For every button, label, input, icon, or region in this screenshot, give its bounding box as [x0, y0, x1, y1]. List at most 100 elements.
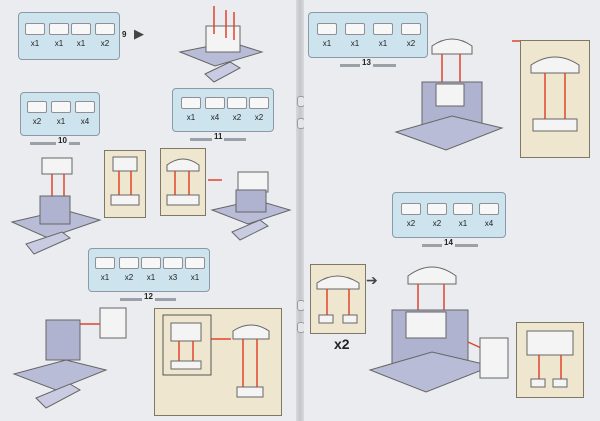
part-quantity: x1 [322, 39, 332, 48]
step-14-subassembly-box [310, 264, 366, 334]
brick-icon [51, 101, 71, 113]
brick-icon [119, 257, 139, 269]
part-quantity: x2 [406, 219, 416, 228]
step-10-subassembly-box [104, 150, 146, 218]
brick-icon [401, 203, 421, 215]
step-13-subassembly-box [520, 40, 590, 158]
step-12-parts-box: x1 x2 x1 x3 x1 [88, 248, 210, 292]
brick-icon [95, 257, 115, 269]
book-binding [296, 0, 304, 421]
part-cell: x1 [45, 19, 73, 48]
part-cell: x1 [67, 19, 95, 48]
brick-icon [205, 97, 225, 109]
part-cell: x1 [47, 97, 75, 126]
step-number: 14 [442, 238, 455, 247]
brick-icon [27, 101, 47, 113]
brick-icon [373, 23, 393, 35]
right-page: x1 x1 x1 x2 13 [304, 0, 600, 421]
part-cell: x1 [369, 19, 397, 48]
part-cell: x1 [181, 253, 209, 282]
step-number: 10 [56, 136, 69, 145]
step-number: 9 [122, 30, 127, 39]
part-quantity: x2 [254, 113, 264, 122]
step-13-parts-box: x1 x1 x1 x2 [308, 12, 428, 58]
step-14-model [362, 254, 512, 404]
part-cell: x4 [475, 199, 503, 228]
part-quantity: x4 [484, 219, 494, 228]
part-cell: x2 [397, 19, 425, 48]
part-quantity: x1 [190, 273, 200, 282]
part-cell: x1 [341, 19, 369, 48]
step-12-model [6, 300, 146, 414]
part-quantity: x2 [406, 39, 416, 48]
left-page: x1 x1 x1 x2 9 ▶ x2 x1 x4 10 [0, 0, 296, 421]
arrow-right-icon: ➔ [366, 272, 378, 288]
step-12-subassembly-box [154, 308, 282, 416]
part-cell: x2 [397, 199, 425, 228]
brick-icon [479, 203, 499, 215]
step-13-model [392, 28, 512, 158]
part-quantity: x1 [186, 113, 196, 122]
part-cell: x1 [313, 19, 341, 48]
brick-icon [181, 97, 201, 109]
part-quantity: x3 [168, 273, 178, 282]
part-cell: x1 [449, 199, 477, 228]
step-14-parts-box: x2 x2 x1 x4 [392, 192, 506, 238]
part-quantity: x1 [378, 39, 388, 48]
brick-icon [401, 23, 421, 35]
step-9-parts-box: x1 x1 x1 x2 [18, 12, 120, 60]
step-11-subassembly-box [160, 148, 206, 216]
step-11-model [208, 158, 294, 242]
part-quantity: x1 [56, 117, 66, 126]
brick-icon [71, 23, 91, 35]
part-cell: x2 [223, 93, 251, 122]
step-11-parts-box: x1 x4 x2 x2 [172, 88, 274, 132]
step-14-side-subassembly-box [516, 322, 584, 398]
part-quantity: x2 [432, 219, 442, 228]
brick-icon [49, 23, 69, 35]
brick-icon [95, 23, 115, 35]
part-cell: x2 [23, 97, 51, 126]
brick-icon [75, 101, 95, 113]
part-quantity: x1 [76, 39, 86, 48]
step-10-parts-box: x2 x1 x4 [20, 92, 100, 136]
brick-icon [453, 203, 473, 215]
part-quantity: x1 [146, 273, 156, 282]
part-quantity: x1 [350, 39, 360, 48]
arrow-right-icon: ▶ [134, 26, 144, 41]
part-quantity: x2 [232, 113, 242, 122]
brick-icon [25, 23, 45, 35]
part-cell: x2 [423, 199, 451, 228]
part-cell: x2 [91, 19, 119, 48]
step-9-model [170, 4, 270, 84]
brick-icon [249, 97, 269, 109]
part-quantity: x4 [210, 113, 220, 122]
part-cell: x1 [177, 93, 205, 122]
part-quantity: x2 [124, 273, 134, 282]
part-quantity: x4 [80, 117, 90, 126]
part-cell: x3 [159, 253, 187, 282]
part-quantity: x2 [100, 39, 110, 48]
step-number: 11 [212, 132, 225, 141]
brick-icon [185, 257, 205, 269]
part-cell: x2 [245, 93, 273, 122]
brick-icon [227, 97, 247, 109]
brick-icon [317, 23, 337, 35]
part-quantity: x1 [54, 39, 64, 48]
step-10-model [4, 152, 104, 260]
part-cell: x1 [137, 253, 165, 282]
part-quantity: x1 [30, 39, 40, 48]
part-cell: x1 [91, 253, 119, 282]
part-cell: x2 [115, 253, 143, 282]
part-quantity: x1 [458, 219, 468, 228]
part-cell: x4 [71, 97, 99, 126]
brick-icon [427, 203, 447, 215]
brick-icon [141, 257, 161, 269]
brick-icon [345, 23, 365, 35]
step-number: 12 [142, 292, 155, 301]
part-quantity: x1 [100, 273, 110, 282]
part-quantity: x2 [32, 117, 42, 126]
part-cell: x1 [21, 19, 49, 48]
part-cell: x4 [201, 93, 229, 122]
